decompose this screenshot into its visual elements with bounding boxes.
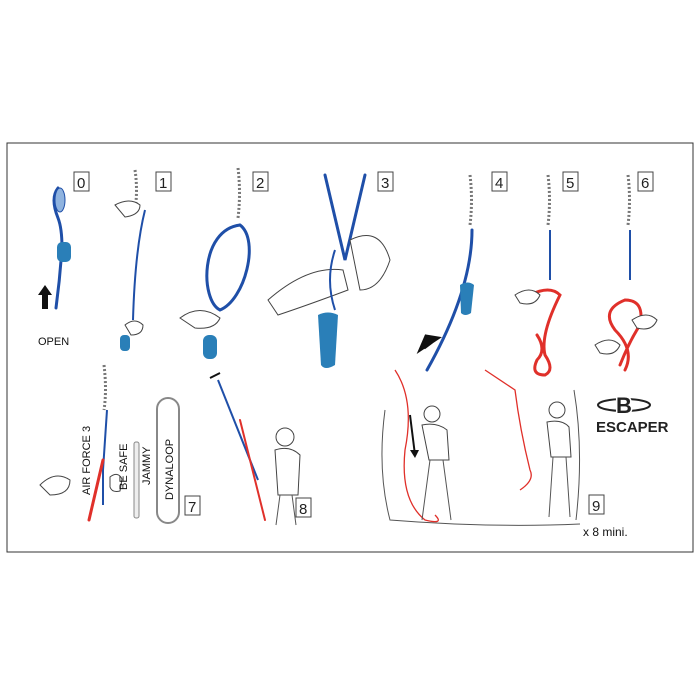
step-4-illustration <box>416 174 474 372</box>
air-force-label: AIR FORCE 3 <box>81 426 93 495</box>
step-1-illustration <box>114 169 146 351</box>
step-7-illustration: AIR FORCE 3 BE SAFE JAMMY DYNALOOP <box>39 364 180 524</box>
step-8-illustration <box>209 372 301 526</box>
step-5-illustration <box>514 174 562 377</box>
step-number-4: 4 <box>491 171 508 192</box>
step-number-2: 2 <box>252 171 269 192</box>
svg-text:5: 5 <box>566 175 574 192</box>
svg-text:6: 6 <box>641 175 649 192</box>
step-number-1: 1 <box>155 171 172 192</box>
step-6-illustration <box>594 174 658 372</box>
be-safe-label: BE SAFE <box>118 444 130 490</box>
step-number-5: 5 <box>562 171 579 192</box>
svg-text:B: B <box>616 393 632 418</box>
frame <box>6 142 694 553</box>
jammy-label: JAMMY <box>141 446 153 485</box>
svg-text:7: 7 <box>188 499 196 516</box>
svg-text:9: 9 <box>592 498 600 515</box>
brand-name: ESCAPER <box>596 419 669 436</box>
step-number-3: 3 <box>377 171 394 192</box>
step-number-9: 9 <box>588 494 605 515</box>
step-2-illustration <box>179 167 251 359</box>
step-3-illustration <box>267 173 391 368</box>
down-arrow-icon <box>410 450 419 458</box>
repeat-label: x 8 mini. <box>583 525 628 539</box>
step-number-6: 6 <box>637 171 654 192</box>
step-number-0: 0 <box>73 171 90 192</box>
step-number-7: 7 <box>184 495 201 516</box>
step-number-8: 8 <box>295 497 312 518</box>
dynaloop-label: DYNALOOP <box>164 439 176 500</box>
svg-text:4: 4 <box>495 175 503 192</box>
escaper-logo: B ESCAPER <box>596 392 669 437</box>
svg-text:1: 1 <box>159 175 167 192</box>
step-0-illustration: OPEN <box>38 186 71 348</box>
down-left-arrow-icon <box>416 334 442 355</box>
step-9-illustration: x 8 mini. <box>381 369 628 539</box>
svg-text:0: 0 <box>77 175 85 192</box>
up-arrow-icon <box>38 285 52 309</box>
svg-text:3: 3 <box>381 175 389 192</box>
svg-text:2: 2 <box>256 175 264 192</box>
open-label: OPEN <box>38 336 69 348</box>
svg-text:8: 8 <box>299 501 307 518</box>
